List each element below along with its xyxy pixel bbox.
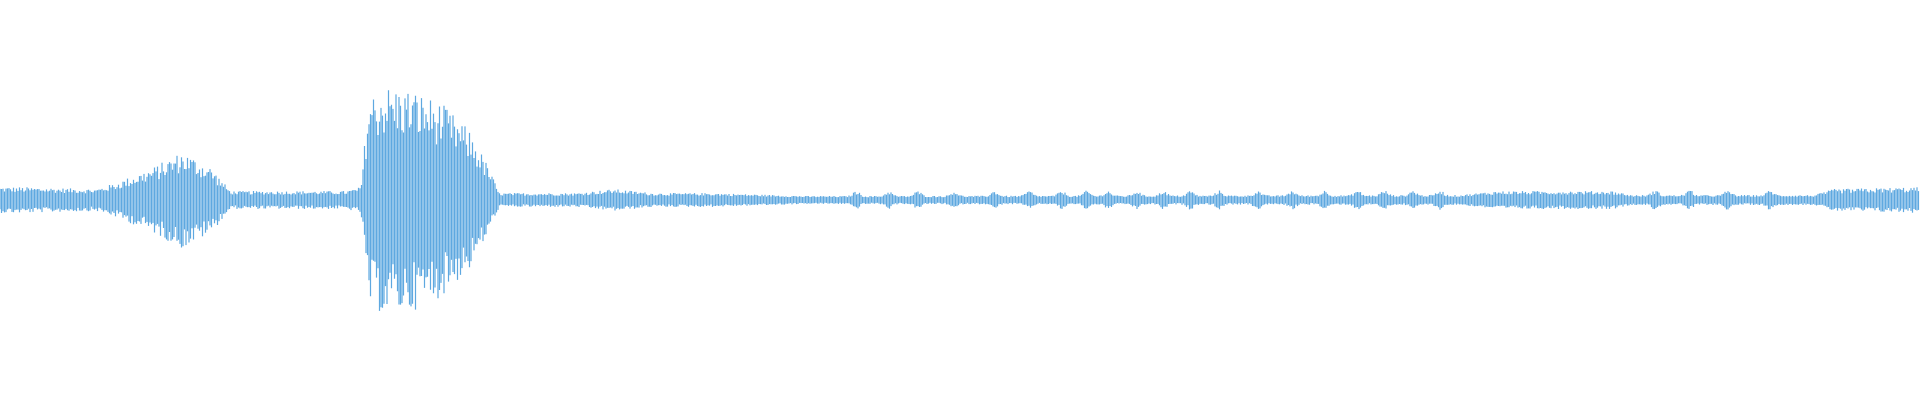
- waveform-bars: [0, 90, 1920, 311]
